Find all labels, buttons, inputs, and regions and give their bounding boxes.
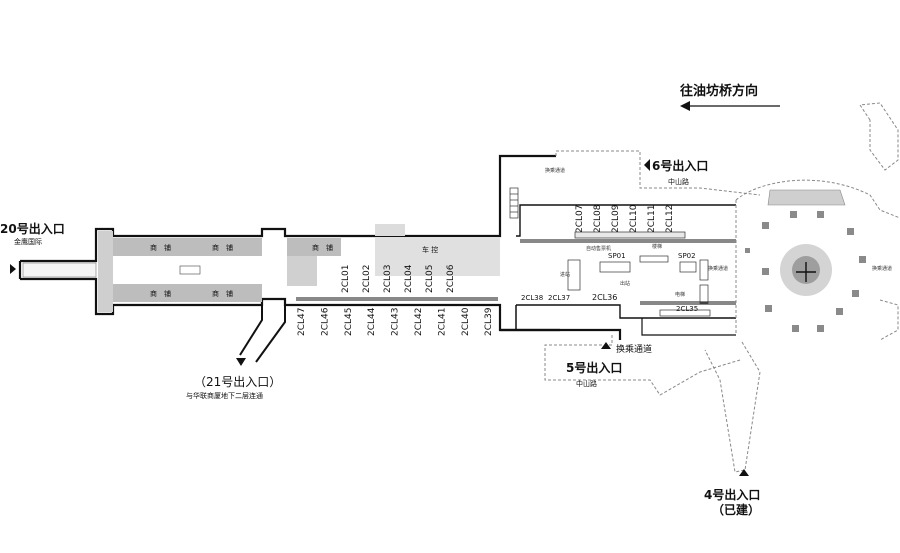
triangle-marker-icon [739, 469, 749, 476]
booth-code-label: 2CL11 [647, 205, 657, 233]
exit-21: （21号出入口） 与华联商厦地下二层连通 [186, 358, 281, 400]
code-2cl38: 2CL38 [521, 294, 543, 302]
hub-columns [745, 211, 866, 332]
tiny-mark: 楼梯 [652, 243, 662, 250]
ticket-machine-label: 自动售票机 [586, 245, 611, 252]
booth-code-label: 2CL10 [629, 204, 639, 233]
exit-20: 20号出入口 金鹰国际 [0, 221, 65, 274]
exit-4-note: （已建） [712, 502, 760, 517]
transfer-passage-label: 换乘通道 [708, 265, 728, 272]
booth-code-label: 2CL45 [344, 308, 354, 336]
exit-5-sublabel: 中山路 [576, 379, 597, 388]
shop-label: 商 铺 [312, 243, 333, 252]
booth-code-label: 2CL02 [362, 265, 372, 293]
exit-5: 换乘通道 5号出入口 中山路 [566, 342, 652, 388]
booth-code-label: 2CL05 [425, 265, 435, 293]
exit-6-sublabel: 中山路 [668, 177, 689, 186]
hub-symbol-icon [796, 262, 816, 282]
booth-code-label: 2CL01 [341, 265, 351, 293]
small-codes: 2CL38 2CL37 2CL36 2CL35 SP01 SP02 [521, 252, 698, 313]
booth-code-label: 2CL47 [297, 308, 307, 336]
exit-20-label: 20号出入口 [0, 221, 65, 236]
east-hub-outline [544, 102, 900, 473]
direction-indicator: 往油坊桥方向 [680, 83, 780, 111]
triangle-marker-icon [10, 264, 16, 274]
upper-codes: 2CL07 2CL08 2CL09 2CL10 2CL11 2CL12 [575, 204, 675, 233]
code-2cl36: 2CL36 [592, 293, 617, 302]
booth-code-label: 2CL04 [404, 264, 414, 293]
exit-21-corridor [239, 305, 286, 363]
triangle-marker-icon [601, 342, 611, 349]
transfer-passage-label: 换乘通道 [872, 265, 892, 272]
exit-21-label: （21号出入口） [194, 375, 281, 389]
platform-lines [296, 239, 736, 305]
transfer-passage-label: 换乘通道 [616, 343, 652, 355]
exit-5-label: 5号出入口 [566, 360, 622, 375]
hub-labels: 换乘通道 自动售票机 换乘通道 换乘通道 进站 出站 楼梯 电梯 [545, 167, 892, 298]
booth-code-label: 2CL40 [461, 307, 471, 336]
exit-6-label: 6号出入口 [652, 158, 708, 173]
carpark-label: 车 控 [422, 245, 438, 254]
triangle-marker-icon [236, 358, 246, 366]
exit-4-label: 4号出入口 [704, 487, 760, 502]
shop-labels: 商 铺 商 铺 商 铺 商 铺 商 铺 车 控 [150, 243, 438, 298]
booth-code-label: 2CL39 [484, 307, 494, 336]
tiny-mark: 电梯 [675, 291, 685, 298]
booth-code-label: 2CL09 [611, 204, 621, 233]
mid-codes: 2CL01 2CL02 2CL03 2CL04 2CL05 2CL06 [341, 264, 456, 293]
corridor-fill [22, 224, 500, 312]
booth-code-label: 2CL44 [367, 307, 377, 336]
shop-label: 商 铺 [212, 289, 233, 298]
booth-code-label: 2CL03 [383, 265, 393, 293]
code-sp01: SP01 [608, 252, 626, 260]
exit-6: 6号出入口 中山路 [644, 158, 708, 186]
code-2cl35: 2CL35 [676, 305, 698, 313]
concourse-outline [18, 154, 736, 340]
code-2cl37: 2CL37 [548, 294, 570, 302]
direction-label: 往油坊桥方向 [680, 83, 758, 99]
exit-4: 4号出入口 （已建） [704, 469, 760, 517]
booth-code-label: 2CL41 [437, 308, 447, 336]
tiny-mark: 出站 [620, 280, 630, 287]
arrow-left-icon [680, 101, 690, 111]
shop-label: 商 铺 [212, 243, 233, 252]
shop-label: 商 铺 [150, 243, 171, 252]
tiny-mark: 进站 [560, 271, 570, 278]
booth-code-label: 2CL46 [320, 307, 330, 336]
exit-21-sublabel: 与华联商厦地下二层连通 [186, 391, 263, 400]
booth-code-label: 2CL06 [446, 264, 456, 293]
booth-code-label: 2CL12 [665, 205, 675, 233]
shop-label: 商 铺 [150, 289, 171, 298]
code-sp02: SP02 [678, 252, 696, 260]
lower-codes: 2CL47 2CL46 2CL45 2CL44 2CL43 2CL42 2CL41 2CL40… [297, 307, 494, 336]
fixtures [509, 187, 711, 317]
booth-code-label: 2CL08 [593, 204, 603, 233]
triangle-marker-icon [644, 159, 650, 171]
booth-code-label: 2CL07 [575, 205, 585, 233]
booth-code-label: 2CL43 [391, 308, 401, 336]
booth-code-label: 2CL42 [414, 308, 424, 336]
transfer-passage-label: 换乘通道 [545, 167, 565, 174]
exit-20-sublabel: 金鹰国际 [14, 237, 42, 246]
